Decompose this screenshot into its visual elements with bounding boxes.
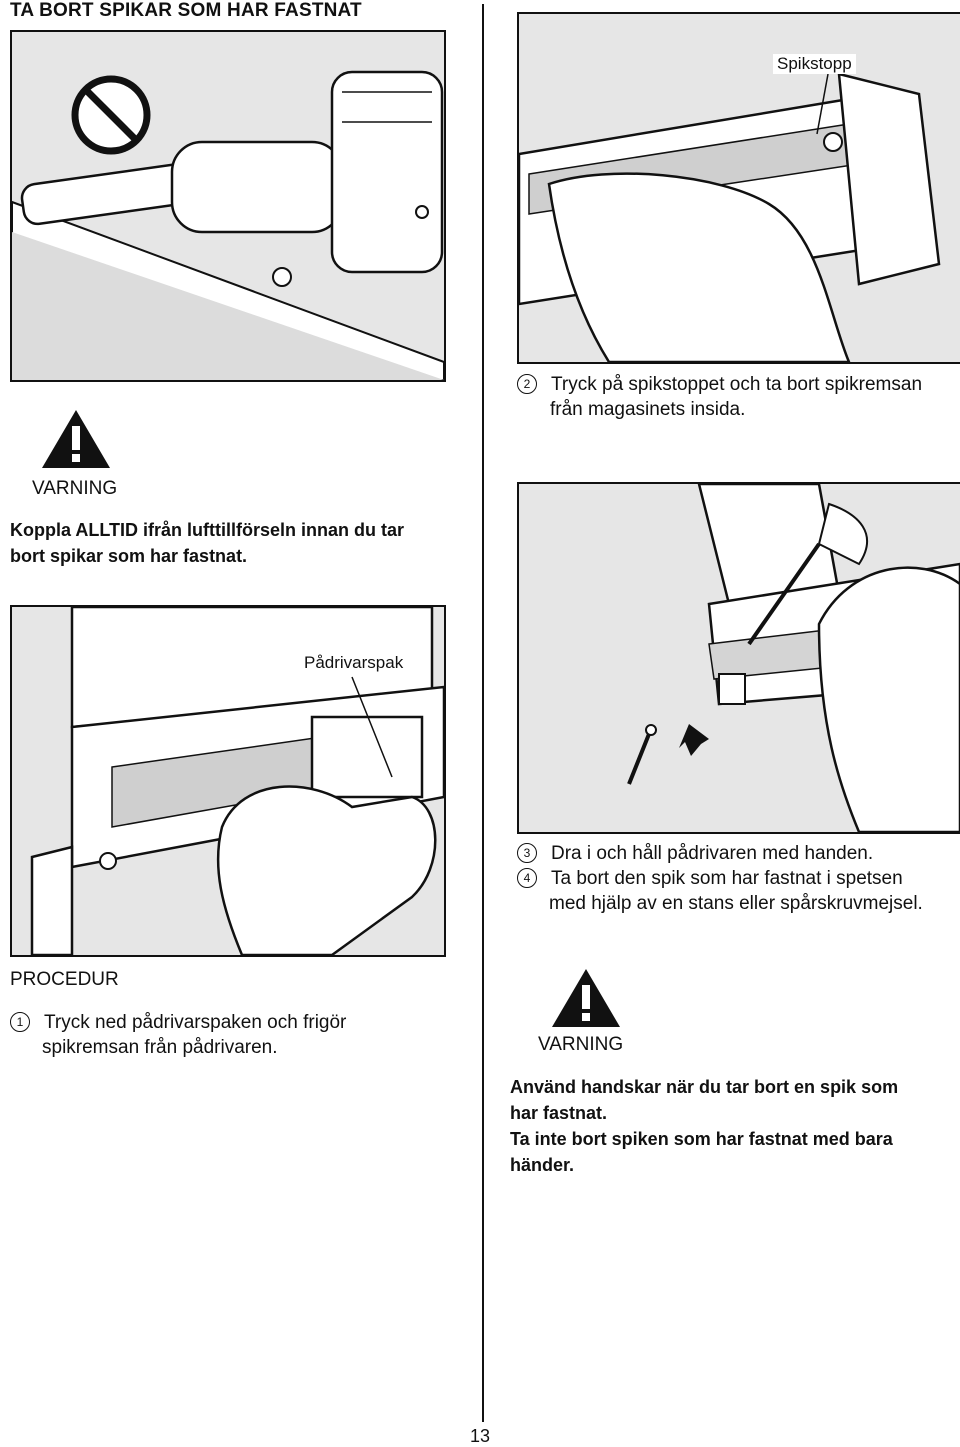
- warning-left-line-1: Koppla ALLTID ifrån lufttillförseln inna…: [10, 520, 404, 540]
- figure-disconnect-air: [10, 30, 446, 382]
- warning-triangle-icon: [42, 410, 110, 468]
- callout-spikstopp: Spikstopp: [773, 54, 856, 74]
- no-entry-icon: [71, 75, 151, 155]
- step-3-line-1: Dra i och håll pådrivaren med handen.: [551, 843, 874, 864]
- warning-label-right: VARNING: [538, 1034, 624, 1055]
- warning-right-line-1: Använd handskar när du tar bort en spik …: [510, 1077, 899, 1097]
- step-4-line-1: Ta bort den spik som har fastnat i spets…: [551, 868, 903, 889]
- figure-pusher-lever: Pådrivarspak: [10, 605, 446, 957]
- step-1: 1 Tryck ned pådrivarspaken och frigör: [10, 1010, 346, 1035]
- step-4-line-2: med hjälp av en stans eller spårskruvmej…: [549, 893, 923, 914]
- step-number-1: 1: [10, 1012, 30, 1032]
- callout-padrivarspak: Pådrivarspak: [300, 653, 408, 673]
- step-1-line-1: Tryck ned pådrivarspaken och frigör: [44, 1012, 347, 1033]
- figure-nail-stop: Spikstopp: [517, 12, 960, 364]
- step-1-line-2: spikremsan från pådrivaren.: [42, 1037, 278, 1058]
- step-number-3: 3: [517, 843, 537, 863]
- warning-label-left: VARNING: [32, 478, 118, 499]
- page-number: 13: [470, 1426, 491, 1446]
- step-3: 3 Dra i och håll pådrivaren med handen.: [517, 841, 873, 866]
- figure-remove-nail: [517, 482, 960, 834]
- step-number-2: 2: [517, 374, 537, 394]
- warning-right-line-4: händer.: [510, 1155, 575, 1175]
- step-2-line-1: Tryck på spikstoppet och ta bort spikrem…: [551, 374, 923, 395]
- warning-right-line-3: Ta inte bort spiken som har fastnat med …: [510, 1129, 893, 1149]
- warning-left-line-2: bort spikar som har fastnat.: [10, 546, 248, 566]
- warning-right-line-2: har fastnat.: [510, 1103, 608, 1123]
- magazine-hand-illustration: [519, 14, 960, 362]
- procedure-heading: PROCEDUR: [10, 969, 119, 990]
- column-divider: [482, 4, 484, 1422]
- nail-driver-illustration: [519, 484, 960, 832]
- step-2-line-2: från magasinets insida.: [550, 399, 746, 420]
- step-number-4: 4: [517, 868, 537, 888]
- step-2: 2 Tryck på spikstoppet och ta bort spikre…: [517, 372, 922, 397]
- warning-triangle-icon: [552, 969, 620, 1027]
- page-title: TA BORT SPIKAR SOM HAR FASTNAT: [10, 0, 362, 21]
- step-4: 4 Ta bort den spik som har fastnat i spet…: [517, 866, 903, 891]
- pusher-illustration: [12, 607, 444, 955]
- air-hose-illustration: [12, 32, 444, 380]
